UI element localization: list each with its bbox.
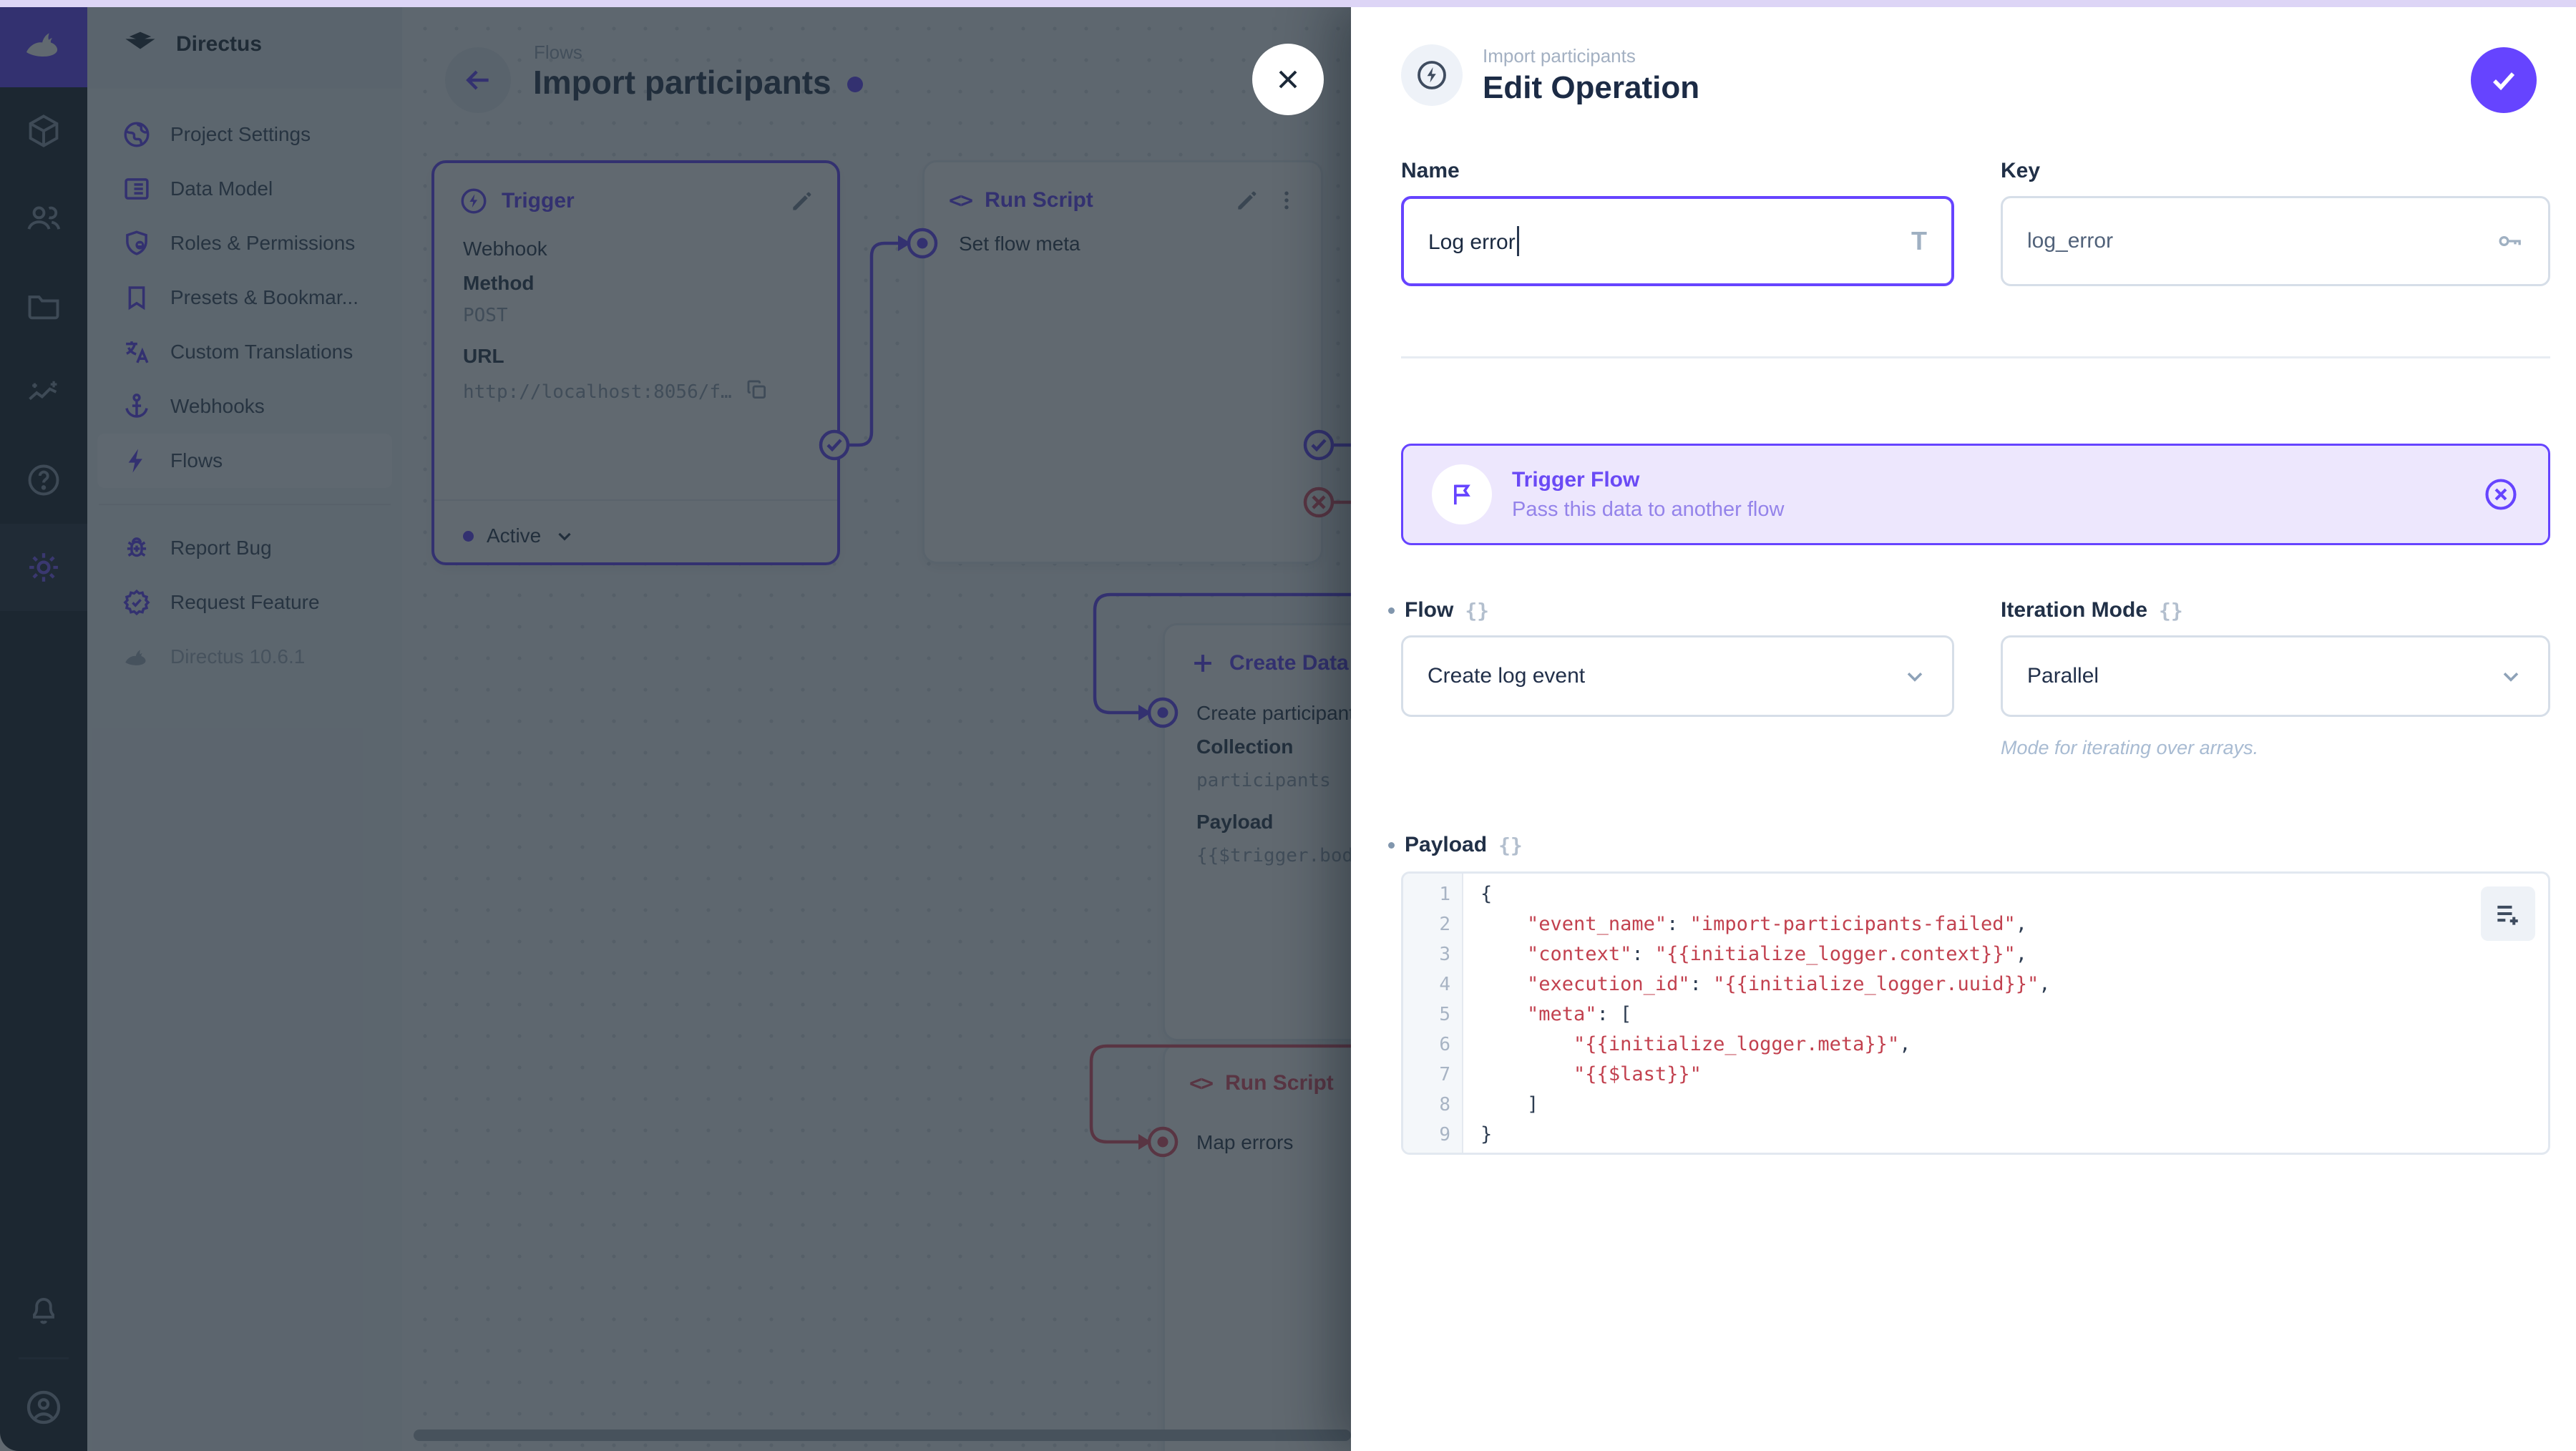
banner-title: Trigger Flow — [1512, 467, 1640, 492]
key-input[interactable]: log_error — [2001, 196, 2550, 286]
iteration-mode-select[interactable]: Parallel — [2001, 635, 2550, 717]
code-line: { — [1480, 883, 1493, 905]
code-content[interactable]: { "event_name": "import-participants-fai… — [1465, 874, 2548, 1153]
template-builder-button[interactable] — [2481, 886, 2535, 941]
name-input[interactable]: Log error T — [1401, 196, 1954, 286]
key-value: log_error — [2027, 229, 2114, 253]
operation-icon — [1401, 44, 1463, 106]
trigger-flow-banner[interactable]: Trigger Flow Pass this data to another f… — [1401, 444, 2550, 545]
text-interface-icon: T — [1911, 226, 1927, 255]
flow-label: Flow {} — [1388, 598, 1489, 622]
section-divider — [1401, 356, 2550, 358]
drawer-title: Edit Operation — [1483, 70, 1700, 106]
drawer-header: Import participants Edit Operation — [1401, 44, 1699, 106]
raw-value-icon: {} — [1498, 833, 1523, 857]
dismiss-banner-button[interactable] — [2482, 476, 2519, 513]
key-icon — [2495, 227, 2524, 255]
raw-value-icon: {} — [2159, 598, 2183, 622]
playlist-add-icon — [2497, 905, 2518, 925]
code-line: "meta": [ — [1527, 1003, 1632, 1025]
code-line: "{{$last}}" — [1574, 1063, 1702, 1085]
payload-label: Payload {} — [1388, 833, 1523, 857]
horizontal-scrollbar[interactable] — [414, 1430, 1351, 1441]
code-line: "event_name": "import-participants-faile… — [1527, 913, 2028, 935]
chevron-down-icon — [2498, 663, 2524, 689]
text-cursor — [1516, 226, 1519, 256]
flow-select[interactable]: Create log event — [1401, 635, 1954, 717]
close-drawer-button[interactable] — [1252, 44, 1324, 115]
code-line: ] — [1480, 1093, 1539, 1115]
name-value: Log error — [1428, 230, 1516, 254]
raw-value-icon: {} — [1465, 598, 1490, 622]
bolt-circle-icon — [1418, 61, 1446, 89]
iteration-hint: Mode for iterating over arrays. — [2001, 737, 2259, 758]
chevron-down-icon — [1902, 663, 1928, 689]
code-line: "execution_id": "{{initialize_logger.uui… — [1527, 973, 2051, 995]
name-label: Name — [1401, 159, 1460, 182]
close-icon — [1279, 70, 1297, 89]
drawer-breadcrumb[interactable]: Import participants — [1483, 45, 1636, 67]
code-line: } — [1480, 1123, 1493, 1145]
save-button[interactable] — [2471, 47, 2537, 113]
drawer-overlay[interactable] — [0, 0, 1351, 1451]
required-dot-icon — [1388, 841, 1395, 849]
code-line: "{{initialize_logger.meta}}", — [1574, 1033, 1911, 1055]
key-label: Key — [2001, 159, 2041, 182]
top-accent-bar — [0, 0, 2576, 7]
circle-x-icon — [2485, 479, 2517, 510]
check-icon — [2493, 72, 2515, 91]
code-line: "context": "{{initialize_logger.context}… — [1527, 943, 2028, 965]
iteration-value: Parallel — [2027, 664, 2099, 688]
flow-value: Create log event — [1428, 664, 1586, 688]
flag-icon — [1432, 464, 1492, 524]
edit-operation-drawer: Import participants Edit Operation Name … — [1252, 0, 2576, 1451]
iteration-mode-label: Iteration Mode {} — [2001, 598, 2183, 622]
banner-subtitle: Pass this data to another flow — [1512, 497, 1785, 521]
required-dot-icon — [1388, 607, 1395, 614]
